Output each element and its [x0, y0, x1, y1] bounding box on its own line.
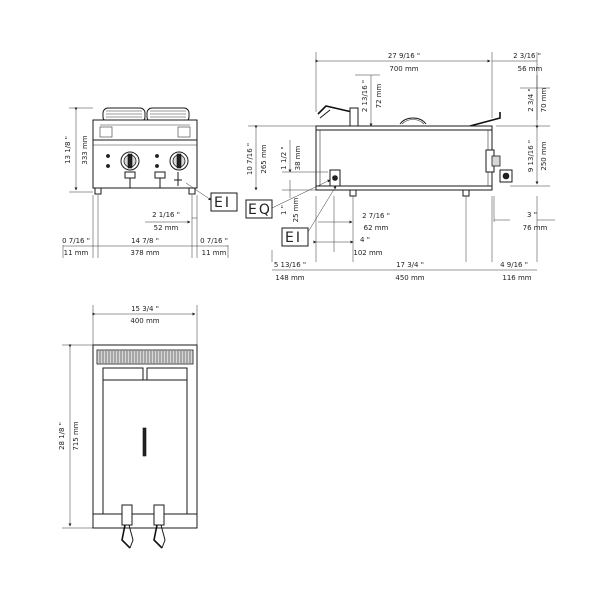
side-d2-in: 4 " — [360, 236, 370, 244]
basket-handles-front — [102, 107, 190, 123]
fryer-body-side — [315, 129, 493, 187]
front-width-in: 14 7/8 " — [131, 237, 159, 245]
side-d1-mm: 62 mm — [364, 224, 389, 232]
label-eq — [245, 199, 273, 219]
side-h-right-mm: 250 mm — [540, 141, 548, 170]
front-height-in: 13 1/8 " — [64, 136, 72, 164]
side-d2-mm: 102 mm — [353, 249, 382, 257]
top-depth-mm: 715 mm — [72, 421, 80, 450]
front-view: EI 13 1/8 " 333 mm 2 1/16 " 52 mm 0 7/16… — [62, 107, 238, 258]
side-basket-in: 2 13/16 " — [361, 80, 369, 112]
side-foot-mm: 25 mm — [292, 197, 300, 222]
side-b3-in: 4 9/16 " — [500, 261, 528, 269]
side-view: 27 9/16 " 700 mm 2 3/16 " 56 mm 2 3/4 " … — [245, 52, 555, 282]
side-right-in: 2 3/4 " — [527, 88, 535, 111]
side-h-right-in: 9 13/16 " — [527, 140, 535, 172]
side-top-right-mm: 56 mm — [518, 65, 543, 73]
side-small-in: 1 1/2 " — [280, 146, 288, 169]
side-r1-in: 3 " — [527, 211, 537, 219]
side-total-in: 27 9/16 " — [388, 52, 420, 60]
front-width-mm: 378 mm — [130, 249, 159, 257]
side-b1-in: 5 13/16 " — [274, 261, 306, 269]
label-ei-side — [281, 227, 309, 247]
side-d1-in: 2 7/16 " — [362, 212, 390, 220]
side-total-mm: 700 mm — [389, 65, 418, 73]
side-small-mm: 38 mm — [294, 145, 302, 170]
side-h-left-mm: 265 mm — [260, 144, 268, 173]
side-h-left-in: 10 7/16 " — [246, 143, 254, 175]
side-right-mm: 70 mm — [540, 87, 548, 112]
tank-mark — [142, 427, 147, 457]
side-b1-mm: 148 mm — [275, 274, 304, 282]
side-ei-text: EI — [285, 230, 302, 246]
fryer-top-side — [315, 125, 493, 131]
front-left-off-mm: 11 mm — [64, 249, 89, 257]
front-side-mm: 52 mm — [154, 224, 179, 232]
top-view: 15 3/4 " 400 mm 28 1/8 " 715 mm — [58, 305, 198, 549]
top-depth-in: 28 1/8 " — [58, 422, 66, 450]
front-ei-text: EI — [214, 195, 231, 211]
front-right-off-in: 0 7/16 " — [200, 237, 228, 245]
top-width-mm: 400 mm — [130, 317, 159, 325]
side-r1-mm: 76 mm — [523, 224, 548, 232]
basket-handles-top — [121, 504, 166, 549]
front-left-off-in: 0 7/16 " — [62, 237, 90, 245]
front-height-mm: 333 mm — [81, 135, 89, 164]
side-b2-in: 17 3/4 " — [396, 261, 424, 269]
front-right-off-mm: 11 mm — [202, 249, 227, 257]
label-ei-front — [210, 192, 238, 212]
side-eq-text: EQ — [248, 202, 272, 218]
side-basket-mm: 72 mm — [375, 83, 383, 108]
side-foot-in: 1 " — [280, 205, 288, 215]
side-top-right-in: 2 3/16 " — [513, 52, 541, 60]
top-width-in: 15 3/4 " — [131, 305, 159, 313]
front-side-in: 2 1/16 " — [152, 211, 180, 219]
basket-handles-side — [317, 105, 501, 127]
side-b2-mm: 450 mm — [395, 274, 424, 282]
side-b3-mm: 116 mm — [502, 274, 531, 282]
